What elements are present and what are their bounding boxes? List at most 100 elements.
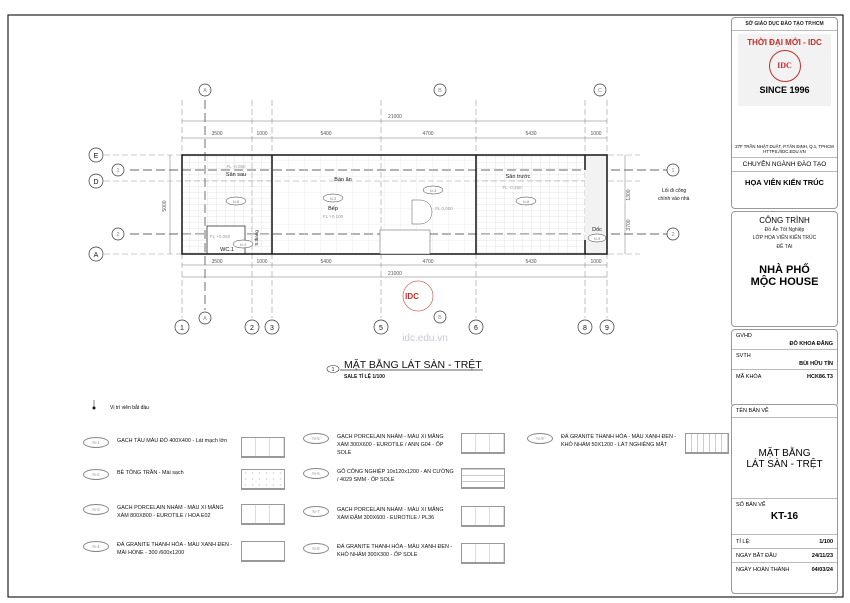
watermark-logo-text: IDC bbox=[405, 292, 419, 301]
room-label: Sân sau bbox=[226, 172, 246, 178]
section-marker-label: B bbox=[438, 88, 442, 94]
floor-tag bbox=[587, 233, 607, 243]
staircase bbox=[379, 229, 431, 255]
room-label: Dốc bbox=[592, 227, 602, 233]
legend-item: N-3 GẠCH PORCELAIN NHÁM - MÀU XI MĂNG XÁM… bbox=[83, 504, 285, 525]
legend-swatch bbox=[461, 506, 505, 527]
dim-label: 3500 bbox=[211, 131, 222, 137]
sheet-info-panel: TÊN BẢN VẼ MẶT BẰNG LÁT SÀN - TRỆT SỐ BẢ… bbox=[731, 404, 838, 594]
legend-text: GẠCH PORCELAIN NHÁM - MÀU XI MĂNG XÁM 80… bbox=[117, 505, 224, 519]
idc-watermark-logo: IDC bbox=[402, 280, 434, 312]
sheet-no: KT-16 bbox=[770, 511, 799, 522]
legend-tag: N-4 bbox=[83, 541, 109, 552]
room-kitchen-dining bbox=[272, 155, 476, 254]
legend-text: GỖ CÔNG NGHIỆP 10x120x1200 - AN CƯỜNG / … bbox=[337, 469, 454, 483]
dim-total-bottom: 21000 bbox=[388, 271, 402, 277]
dim-label: 1000 bbox=[256, 131, 267, 137]
dim-height: 5000 bbox=[162, 200, 168, 211]
legend-tag: N-7 bbox=[303, 506, 329, 517]
floor-tag bbox=[322, 193, 344, 203]
title-number-bubble bbox=[326, 365, 340, 373]
legend-text: GẠCH PORCELAIN NHÁM - MÀU XI MĂNG XÁM 30… bbox=[337, 434, 444, 456]
watermark-text: idc.edu.vn bbox=[402, 333, 448, 344]
legend-swatch bbox=[461, 468, 505, 489]
topic-label: ĐỀ TÀI bbox=[776, 244, 793, 250]
landing bbox=[411, 199, 433, 225]
legend-text: GẠCH TÀU MÀU ĐỎ 400X400 - Lát mạch lớn bbox=[117, 438, 228, 444]
legend-tag: N-9 bbox=[527, 433, 553, 444]
room-label: Sân trước bbox=[506, 174, 531, 180]
legend-text: ĐÁ GRANITE THANH HÓA - MÀU XANH ĐEN - MÀ… bbox=[117, 542, 233, 556]
floor-tag-label: N-3 bbox=[330, 196, 337, 201]
class-name: LỚP HỌA VIÊN KIẾN TRÚC bbox=[752, 235, 817, 241]
department: SỞ GIÁO DỤC ĐÀO TẠO TP.HCM bbox=[732, 18, 837, 31]
legend-swatch bbox=[241, 541, 285, 562]
grid-col-label: 8 bbox=[583, 325, 587, 332]
start-date: 24/11/23 bbox=[811, 552, 833, 559]
end-date-label: NGÀY HOÀN THÀNH bbox=[736, 566, 790, 573]
legend-tag: N-1 bbox=[83, 437, 109, 448]
floor-tag-label: N-4 bbox=[240, 242, 247, 247]
legend-swatch bbox=[461, 543, 505, 564]
wc-room bbox=[206, 225, 246, 255]
section-marker-label: B bbox=[438, 315, 442, 321]
dim-label: 1000 bbox=[590, 131, 601, 137]
project-name: MỘC HOUSE bbox=[750, 276, 819, 288]
scale-label: TỈ LỆ: bbox=[736, 538, 751, 545]
legend-tag: N-3 bbox=[83, 504, 109, 515]
dim-label: 1000 bbox=[590, 259, 601, 265]
floor-tag bbox=[232, 239, 254, 249]
legend-swatch bbox=[461, 433, 505, 454]
sheet-border bbox=[7, 14, 844, 598]
drawing-title: MẶT BẰNG LÁT SÀN - TRỆT bbox=[344, 358, 482, 371]
level-label: FL 0.000 bbox=[435, 206, 453, 211]
floor-tag bbox=[515, 196, 537, 206]
since-label: SINCE 1996 bbox=[759, 85, 810, 95]
floor-tag-label: N-9 bbox=[594, 236, 601, 241]
grid-col-label: 5 bbox=[379, 325, 383, 332]
section-marker-label: 2 bbox=[671, 232, 674, 238]
course: HCK86.T3 bbox=[807, 373, 833, 380]
grid-col-label: 3 bbox=[270, 325, 274, 332]
course-label: MÃ KHÓA bbox=[736, 373, 762, 380]
legend-text: BÊ TÔNG TRẦN - Mài sạch bbox=[117, 470, 184, 476]
floor-tag bbox=[225, 196, 247, 206]
project-name: NHÀ PHỐ bbox=[759, 264, 810, 276]
level-label: FL +0.100 bbox=[323, 214, 344, 219]
legend-item: N-1 GẠCH TÀU MÀU ĐỎ 400X400 - Lát mạch lớ… bbox=[83, 437, 285, 458]
start-point-label: Vị trí viên bắt đầu bbox=[110, 404, 149, 411]
dim-total-top: 21000 bbox=[388, 114, 402, 120]
project-sub: Đồ Án Tốt Nghiệp bbox=[764, 227, 805, 233]
stair-label: S.thang bbox=[254, 230, 259, 246]
sheet-no-label: SỐ BẢN VẼ bbox=[736, 502, 766, 508]
dimension-lines bbox=[169, 120, 626, 278]
room-label: WC.1 bbox=[220, 247, 234, 253]
school-name: THỜI ĐẠI MỚI - IDC bbox=[747, 38, 822, 47]
gvhd: ĐỖ KHOA ĐĂNG bbox=[789, 341, 834, 347]
floor-tag-label: N-8 bbox=[523, 199, 530, 204]
floor-tag-label: N-8 bbox=[233, 199, 240, 204]
section-marker-label: 2 bbox=[116, 232, 119, 238]
legend-swatch bbox=[241, 437, 285, 458]
legend-item: N-7 GẠCH PORCELAIN NHÁM - MÀU XI MĂNG XÁM… bbox=[303, 506, 505, 527]
entrance-label: chính vào nhà bbox=[658, 196, 690, 202]
level-label: FL -0.250 bbox=[502, 185, 522, 190]
logo-mark: IDC bbox=[768, 50, 801, 82]
room-label: Bếp bbox=[328, 206, 338, 212]
grid-bubbles bbox=[88, 83, 680, 335]
legend-text: GẠCH PORCELAIN NHÁM - MÀU XI MĂNG XÁM ĐẬ… bbox=[337, 507, 444, 521]
level-label: FL +0.050 bbox=[210, 234, 231, 239]
legend-swatch bbox=[241, 469, 285, 490]
section-marker-label: 1 bbox=[116, 168, 119, 174]
sheet-name: MẶT BẰNG bbox=[758, 448, 811, 459]
section-marker-label: 1 bbox=[671, 168, 674, 174]
room-label: Bàn ăn bbox=[334, 177, 351, 183]
major-label: CHUYÊN NGÀNH ĐÀO TẠO bbox=[732, 158, 837, 172]
